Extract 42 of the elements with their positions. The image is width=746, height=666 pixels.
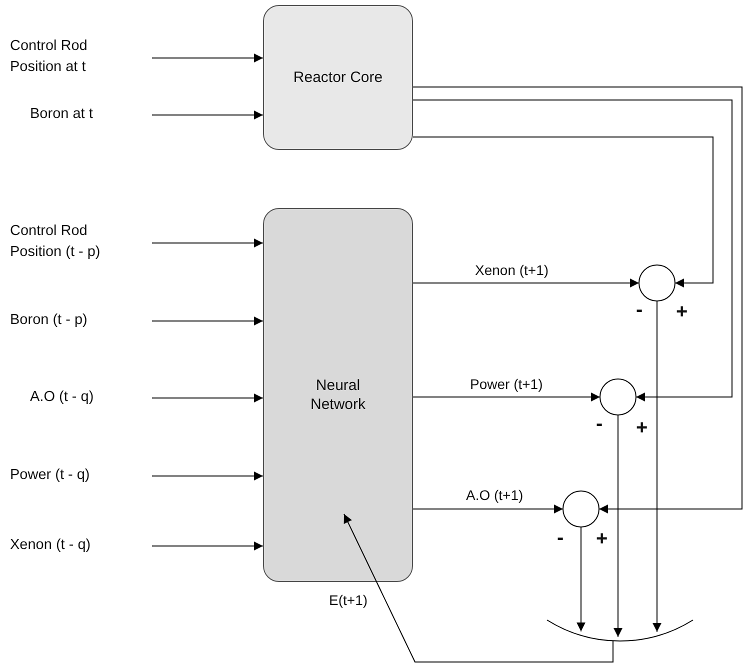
summing-junction xyxy=(562,490,600,528)
process-box xyxy=(263,5,413,150)
sign-label: - xyxy=(636,300,643,320)
edge-label: E(t+1) xyxy=(328,592,369,608)
arrow xyxy=(152,472,264,480)
arrow xyxy=(152,316,264,326)
edge-label: Xenon (t+1) xyxy=(474,262,550,278)
sign-label: + xyxy=(636,418,648,438)
arrow xyxy=(152,238,264,248)
input-label: A.O (t - q) xyxy=(30,388,95,407)
arrow xyxy=(344,514,614,662)
arrow xyxy=(576,526,586,632)
sign-label: + xyxy=(596,529,608,549)
edge-label: A.O (t+1) xyxy=(465,487,524,503)
sign-label: - xyxy=(557,528,564,548)
box-label: Reactor Core xyxy=(293,68,383,87)
edge-label: Power (t+1) xyxy=(469,376,544,392)
input-label: Control Rod Position at t xyxy=(10,37,88,77)
box-label: Neural Network xyxy=(309,376,366,414)
process-box xyxy=(263,208,413,582)
arrow xyxy=(614,414,622,638)
summing-junction xyxy=(600,378,636,416)
input-label: Xenon (t - q) xyxy=(10,536,92,555)
arrow xyxy=(152,394,264,402)
arrow xyxy=(412,392,600,402)
collector-arc xyxy=(546,620,694,642)
arrow xyxy=(412,100,732,402)
arrow xyxy=(152,54,264,62)
arrow xyxy=(412,136,714,288)
arrow xyxy=(152,110,264,120)
sign-label: + xyxy=(676,302,688,322)
sign-label: - xyxy=(596,414,603,434)
input-label: Power (t - q) xyxy=(10,466,91,485)
input-label: Control Rod Position (t - p) xyxy=(10,222,102,262)
input-label: Boron at t xyxy=(30,105,94,124)
arrow xyxy=(412,278,640,288)
summing-junction xyxy=(638,264,676,302)
arrow xyxy=(412,86,742,514)
arrow xyxy=(412,504,564,514)
arrow xyxy=(152,542,264,550)
arrow xyxy=(652,300,662,632)
input-label: Boron (t - p) xyxy=(10,311,88,330)
